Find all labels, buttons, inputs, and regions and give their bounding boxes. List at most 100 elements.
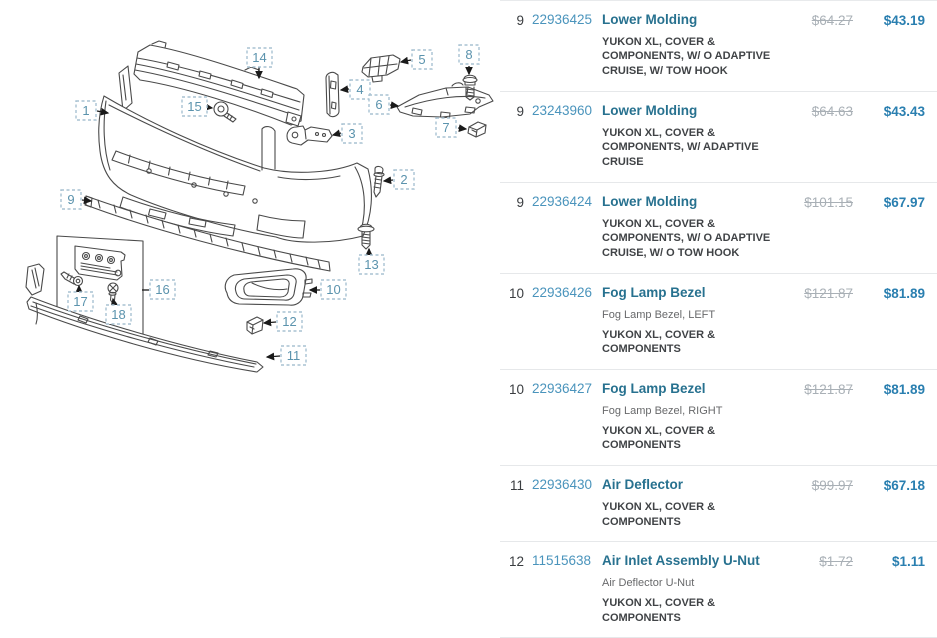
clip-7-drawing: [467, 121, 487, 138]
callout-18: 18: [105, 304, 132, 325]
callout-2: 2: [393, 169, 415, 190]
ref-number: 11: [509, 478, 524, 494]
old-price: $99.97: [811, 478, 853, 494]
svg-text:5: 5: [418, 52, 425, 67]
svg-text:6: 6: [375, 97, 382, 112]
parts-list: 9 22936425 Lower Molding YUKON XL, COVER…: [500, 0, 937, 638]
part-name-link[interactable]: Air Inlet Assembly U-Nut: [602, 553, 760, 569]
svg-text:8: 8: [465, 47, 472, 62]
parts-list-row: 10 22936426 Fog Lamp Bezel Fog Lamp Beze…: [500, 274, 937, 371]
bracket-3-drawing: [286, 125, 333, 146]
callout-15: 15: [181, 96, 208, 117]
part-subdescription: Air Deflector U-Nut: [602, 576, 695, 589]
svg-text:3: 3: [348, 126, 355, 141]
callouts: 1 2 3 4 5 6 7 8 9 10 11 12 13 14 15 16 1…: [60, 44, 480, 366]
strap-bracket-drawing: [325, 71, 340, 118]
part-number-link[interactable]: 22936430: [532, 477, 593, 493]
part-description: YUKON XL, COVER & COMPONENTS: [602, 424, 716, 452]
callout-12: 12: [276, 311, 303, 332]
ref-number: 10: [508, 382, 524, 398]
ref-number: 9: [516, 104, 524, 120]
old-price: $121.87: [804, 382, 853, 398]
outer-bracket-drawing: [361, 54, 401, 83]
callout-6: 6: [368, 94, 390, 115]
svg-text:12: 12: [282, 314, 296, 329]
ref-number: 9: [516, 13, 524, 28]
part-number-link[interactable]: 22936425: [532, 12, 593, 27]
price: $43.43: [883, 104, 925, 120]
callout-4: 4: [349, 79, 371, 100]
part-number-link[interactable]: 22936426: [532, 285, 593, 301]
screw-2-drawing: [373, 165, 385, 198]
part-name-cell: Fog Lamp Bezel Fog Lamp Bezel, RIGHT YUK…: [602, 381, 787, 453]
price: $81.89: [883, 286, 925, 302]
part-name-link[interactable]: Air Deflector: [602, 477, 684, 493]
callout-17: 17: [67, 291, 94, 312]
parts-diagram: 1 2 3 4 5 6 7 8 9 10 11 12 13 14 15 16 1…: [0, 0, 500, 527]
part-name-link[interactable]: Lower Molding: [602, 12, 698, 27]
parts-list-row: 9 23243960 Lower Molding YUKON XL, COVER…: [500, 92, 937, 184]
parts-list-row: 9 22936425 Lower Molding YUKON XL, COVER…: [500, 1, 937, 93]
part-name-link[interactable]: Lower Molding: [602, 194, 698, 210]
svg-text:1: 1: [82, 103, 89, 118]
skid-plate-drawing: [396, 82, 494, 119]
part-description: YUKON XL, COVER & COMPONENTS: [602, 328, 716, 356]
part-name-link[interactable]: Fog Lamp Bezel: [602, 381, 706, 397]
price: $43.19: [883, 13, 925, 28]
svg-text:10: 10: [326, 282, 340, 297]
svg-text:13: 13: [364, 257, 378, 272]
old-price: $64.63: [811, 104, 853, 120]
svg-text:17: 17: [73, 294, 87, 309]
svg-text:14: 14: [252, 50, 266, 65]
callout-10: 10: [320, 279, 347, 300]
part-number-link[interactable]: 23243960: [532, 103, 593, 119]
part-name-cell: Lower Molding YUKON XL, COVER & COMPONEN…: [602, 194, 787, 261]
old-price: $64.27: [811, 13, 853, 28]
u-nut-clip-drawing: [246, 316, 264, 335]
price: $67.97: [883, 195, 925, 211]
part-subdescription: Fog Lamp Bezel, LEFT: [602, 308, 716, 321]
part-number-link[interactable]: 22936427: [532, 381, 593, 397]
part-number-link[interactable]: 11515638: [532, 553, 592, 569]
part-description: YUKON XL, COVER & COMPONENTS: [602, 500, 716, 528]
parts-list-row: 9 22936424 Lower Molding YUKON XL, COVER…: [500, 183, 937, 275]
svg-text:4: 4: [356, 82, 363, 97]
svg-text:9: 9: [67, 192, 74, 207]
part-name-link[interactable]: Fog Lamp Bezel: [602, 285, 706, 301]
svg-text:16: 16: [155, 282, 169, 297]
fog-lamp-bezel-drawing: [224, 268, 313, 306]
callout-8: 8: [458, 44, 480, 65]
old-price: $101.15: [804, 195, 853, 211]
bumper-cover-drawing: [98, 95, 372, 243]
part-name-cell: Air Inlet Assembly U-Nut Air Deflector U…: [602, 553, 787, 625]
price: $1.11: [891, 554, 925, 570]
part-name-cell: Lower Molding YUKON XL, COVER & COMPONEN…: [602, 12, 787, 79]
part-description: YUKON XL, COVER & COMPONENTS, W/ O ADAPT…: [602, 217, 771, 260]
old-price: $121.87: [804, 286, 853, 302]
callout-11: 11: [280, 345, 307, 366]
air-deflector-drawing: [25, 263, 264, 373]
part-name-link[interactable]: Lower Molding: [602, 103, 698, 119]
ref-number: 12: [508, 554, 524, 570]
part-name-cell: Fog Lamp Bezel Fog Lamp Bezel, LEFT YUKO…: [602, 285, 787, 357]
parts-list-row: 11 22936430 Air Deflector YUKON XL, COVE…: [500, 466, 937, 543]
parts-list-row: 12 11515638 Air Inlet Assembly U-Nut Air…: [500, 542, 937, 638]
svg-text:11: 11: [287, 348, 301, 363]
price: $67.18: [883, 478, 925, 494]
bolt-13-drawing: [357, 223, 375, 250]
part-number-link[interactable]: 22936424: [532, 194, 593, 210]
callout-9: 9: [60, 189, 82, 210]
part-name-cell: Air Deflector YUKON XL, COVER & COMPONEN…: [602, 477, 787, 529]
impact-bar-bolt-drawing: [213, 101, 237, 123]
callout-14: 14: [246, 47, 273, 68]
price: $81.89: [883, 382, 925, 398]
callout-1: 1: [75, 100, 97, 121]
ref-number: 10: [508, 286, 524, 302]
callout-16: 16: [149, 279, 176, 300]
callout-arrows: [75, 56, 473, 361]
svg-text:2: 2: [400, 172, 407, 187]
svg-text:7: 7: [442, 120, 449, 135]
part-description: YUKON XL, COVER & COMPONENTS, W/ ADAPTIV…: [602, 126, 759, 169]
impact-bar-drawing: [133, 40, 305, 127]
part-description: YUKON XL, COVER & COMPONENTS, W/ O ADAPT…: [602, 35, 771, 78]
